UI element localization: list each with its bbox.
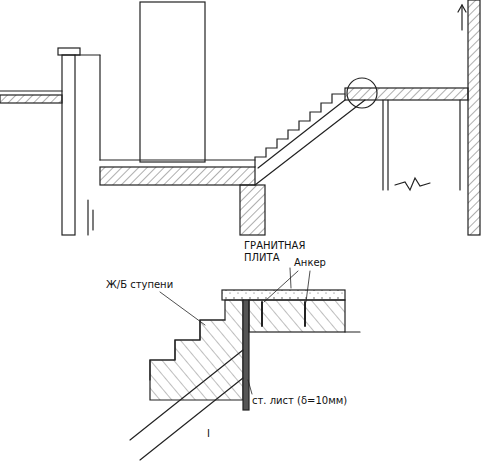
stair-detail [130, 268, 360, 460]
label: I [205, 428, 212, 440]
label: Ж/Б ступени [104, 279, 175, 291]
stair-section [0, 0, 480, 235]
label: Анкер [292, 257, 328, 269]
label: ст. лист (δ=10мм) [250, 395, 349, 407]
